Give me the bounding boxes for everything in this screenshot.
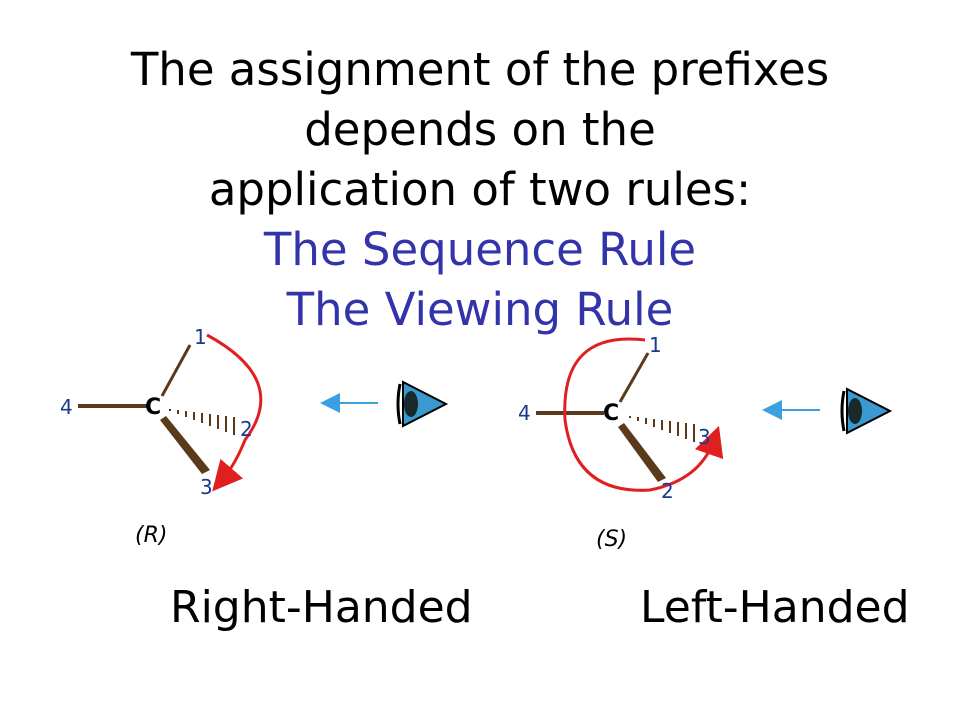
wedge-bond-3: [160, 416, 210, 474]
molecule-s: 4 C 1 2 3 (S): [518, 333, 724, 552]
configuration-label: (R): [135, 523, 167, 548]
substituent-3-label: 3: [698, 425, 711, 449]
right-handed-caption: Right-Handed: [170, 582, 473, 633]
substituent-1-label: 1: [649, 333, 662, 357]
title-line-3: application of two rules:: [208, 163, 752, 216]
molecule-r: 4 C 1 2 3 (R): [60, 325, 263, 548]
configuration-label: (S): [596, 527, 627, 552]
bond-1: [160, 344, 192, 397]
substituent-2-label: 2: [661, 479, 674, 503]
carbon-label: C: [603, 401, 619, 426]
rotation-arrow-icon: [206, 333, 263, 492]
eye-icon: [840, 387, 893, 435]
bond-1: [618, 352, 650, 403]
rotation-arrow-icon: [563, 337, 724, 492]
hashed-bond-3: [629, 416, 695, 442]
substituent-4-label: 4: [518, 401, 531, 425]
substituent-2-label: 2: [240, 417, 253, 441]
viewing-rule-heading: The Viewing Rule: [286, 283, 674, 336]
carbon-label: C: [145, 395, 161, 420]
substituent-1-label: 1: [194, 325, 207, 349]
substituent-3-label: 3: [200, 475, 213, 499]
left-handed-caption: Left-Handed: [640, 582, 910, 633]
eye-icon: [396, 380, 449, 428]
hashed-bond-2: [169, 409, 235, 435]
title-line-2: depends on the: [304, 103, 656, 156]
wedge-bond-2: [618, 423, 666, 482]
sequence-rule-heading: The Sequence Rule: [263, 223, 697, 276]
title-line-1: The assignment of the prefixes: [130, 43, 830, 96]
substituent-4-label: 4: [60, 395, 73, 419]
